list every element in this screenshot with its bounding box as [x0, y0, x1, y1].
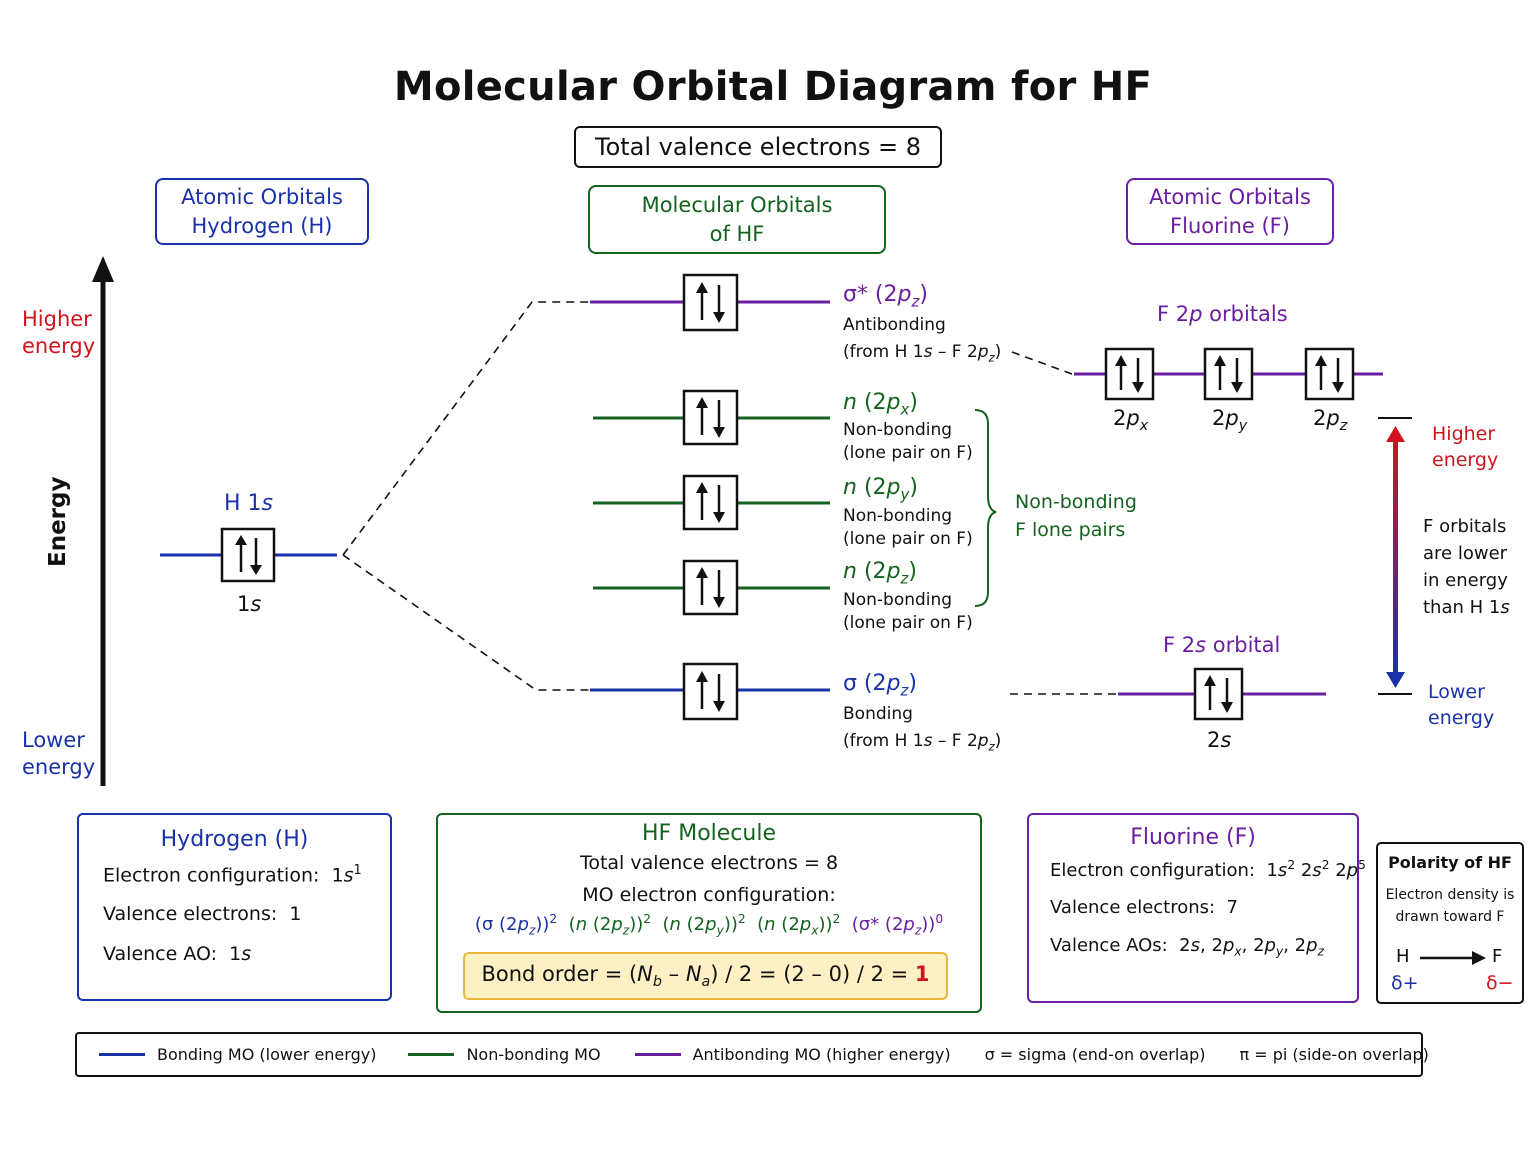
legend-sigma: σ = sigma (end-on overlap)	[984, 1045, 1206, 1064]
hf-panel-mo-config-label: MO electron configuration:	[582, 884, 836, 906]
mo-n-pz-level	[593, 559, 830, 616]
mo-n-py-level	[593, 474, 830, 531]
f2py-label: 2py	[1212, 406, 1248, 435]
mo-sigma-star-level	[590, 273, 830, 332]
legend-bonding: Bonding MO (lower energy)	[99, 1045, 376, 1064]
mo-n-pz-name: n (2pz)	[843, 559, 917, 588]
mo-sigma-name: σ (2pz)	[843, 671, 917, 700]
page-title: Molecular Orbital Diagram for HF	[393, 64, 1153, 110]
hf-panel: HF Molecule Total valence electrons = 8 …	[436, 813, 982, 1013]
mo-n-py-name: n (2py)	[843, 475, 918, 504]
mo-sigma-desc: Bonding	[843, 704, 913, 724]
energy-axis-arrowhead	[92, 256, 114, 282]
nonbonding-brace	[974, 409, 997, 607]
polarity-arrow	[1420, 951, 1486, 965]
mo-n-px-name: n (2px)	[843, 390, 918, 419]
f2pz-label: 2pz	[1313, 406, 1348, 435]
fluorine-ao: Valence AOs: 2s, 2px, 2py, 2pz	[1050, 935, 1324, 959]
h1s-box	[220, 527, 276, 583]
bond-order-text: Bond order = (Nb – Na) / 2 = (2 – 0) / 2…	[481, 961, 930, 991]
legend-antibonding-swatch	[634, 1053, 681, 1056]
polarity-delta-minus: δ−	[1486, 972, 1514, 994]
molecular-header-line1: Molecular Orbitals	[641, 192, 833, 217]
hydrogen-header-line1: Atomic Orbitals	[181, 184, 343, 209]
fluorine-config: Electron configuration: 1s2 2s2 2p5	[1050, 858, 1366, 881]
mo-sigma-desc2: (from H 1s – F 2pz)	[843, 731, 1002, 754]
mo-n-px-level	[593, 389, 830, 446]
energy-axis-label: Energy	[45, 476, 71, 567]
f2p-title: F 2p orbitals	[1157, 302, 1288, 326]
mo-n-pz-desc2: (lone pair on F)	[843, 613, 973, 633]
polarity-title: Polarity of HF	[1388, 853, 1512, 872]
fluorine-panel: Fluorine (F) Electron configuration: 1s2…	[1027, 813, 1366, 1003]
dash-h-to-sigmastar	[342, 301, 590, 556]
polarity-h: H	[1396, 946, 1410, 967]
legend-antibonding: Antibonding MO (higher energy)	[634, 1045, 951, 1064]
dash-f2p-to-sigmastar	[1011, 351, 1073, 375]
f2s-title: F 2s orbital	[1163, 633, 1281, 657]
right-energy-gradient-shaft	[1393, 438, 1398, 674]
f2px-label: 2px	[1113, 406, 1149, 435]
molecular-header-line2: of HF	[709, 221, 765, 246]
h1s-title: H 1s	[224, 491, 274, 516]
mo-n-pz-desc: Non-bonding	[843, 590, 953, 610]
fluorine-header: Atomic Orbitals Fluorine (F)	[1126, 178, 1334, 245]
hf-panel-mo-config: (σ (2pz))2 (n (2pz))2 (n (2py))2 (n (2px…	[474, 912, 944, 938]
mo-n-px-desc2: (lone pair on F)	[843, 443, 973, 463]
mo-sigma-star-name: σ* (2pz)	[843, 282, 928, 311]
dash-h-to-sigma	[342, 554, 590, 691]
fluorine-valence: Valence electrons: 7	[1050, 897, 1238, 918]
hf-panel-title: HF Molecule	[642, 821, 776, 846]
legend-nonbonding-swatch	[408, 1053, 455, 1056]
molecular-header: Molecular Orbitals of HF	[588, 185, 886, 254]
right-energy-arrow-down	[1386, 672, 1405, 688]
hydrogen-header-line2: Hydrogen (H)	[191, 213, 333, 238]
hydrogen-ao: Valence AO: 1s	[103, 943, 252, 965]
fluorine-header-line2: Fluorine (F)	[1170, 213, 1290, 238]
h1s-label: 1s	[237, 592, 262, 616]
legend: Bonding MO (lower energy) Non-bonding MO…	[75, 1032, 1429, 1077]
bond-order-box: Bond order = (Nb – Na) / 2 = (2 – 0) / 2…	[463, 952, 948, 1000]
polarity-delta-plus: δ+	[1391, 972, 1419, 994]
legend-bonding-swatch	[99, 1053, 145, 1056]
legend-pi: π = pi (side-on overlap)	[1239, 1045, 1429, 1064]
total-electrons-text: Total valence electrons = 8	[594, 133, 921, 161]
hydrogen-panel-title: Hydrogen (H)	[160, 827, 309, 852]
hf-panel-total: Total valence electrons = 8	[579, 852, 839, 874]
fluorine-header-line1: Atomic Orbitals	[1149, 184, 1311, 209]
mo-n-px-desc: Non-bonding	[843, 420, 953, 440]
f2s-label: 2s	[1207, 728, 1232, 752]
hydrogen-header: Atomic Orbitals Hydrogen (H)	[155, 178, 369, 245]
mo-sigma-level	[590, 662, 830, 721]
fluorine-panel-title: Fluorine (F)	[1130, 825, 1256, 850]
mo-n-py-desc: Non-bonding	[843, 506, 953, 526]
mo-n-py-desc2: (lone pair on F)	[843, 529, 973, 549]
f2s-orbital	[1118, 667, 1326, 721]
total-electrons-box: Total valence electrons = 8	[574, 126, 942, 168]
h1s-electron-pair	[235, 535, 262, 575]
hydrogen-valence: Valence electrons: 1	[103, 903, 302, 925]
legend-nonbonding: Non-bonding MO	[408, 1045, 601, 1064]
hydrogen-config: Electron configuration: 1s1	[103, 863, 362, 887]
f2p-orbitals	[1074, 347, 1383, 401]
mo-sigma-star-desc: Antibonding	[843, 315, 946, 335]
mo-sigma-star-desc2: (from H 1s – F 2pz)	[843, 342, 1002, 365]
hydrogen-panel: Hydrogen (H) Electron configuration: 1s1…	[77, 813, 392, 1001]
right-energy-arrow-up	[1386, 426, 1405, 442]
polarity-f: F	[1492, 946, 1503, 967]
